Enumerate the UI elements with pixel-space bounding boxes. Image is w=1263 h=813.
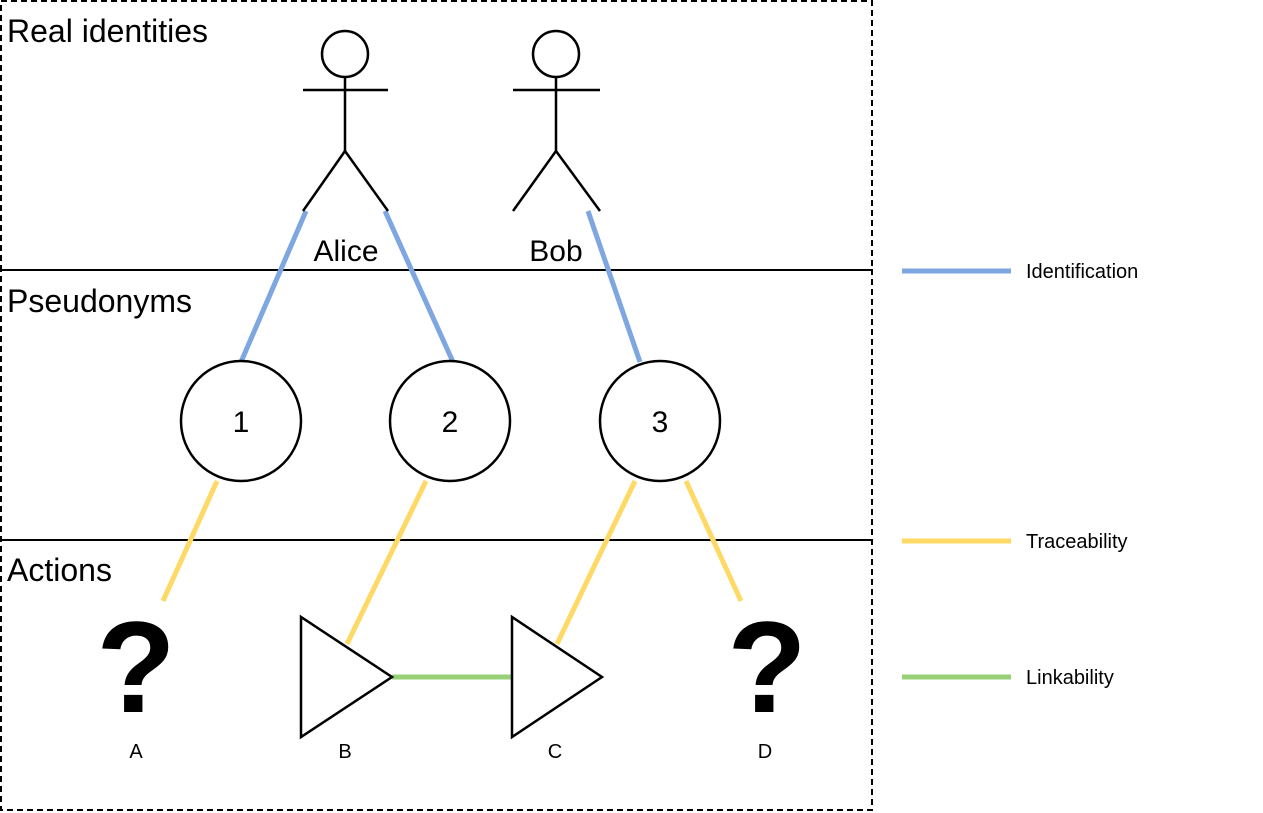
pseudonym-label-2: 2: [442, 406, 459, 439]
action-d-question-mark: ?: [727, 594, 806, 740]
section-title-pseudonyms: Pseudonyms: [7, 283, 192, 319]
legend-label-traceability: Traceability: [1026, 531, 1128, 553]
traceability-edge-1-a: [160, 479, 220, 603]
legend: Identification Traceability Linkability: [902, 261, 1138, 689]
traceability-edge-3-d: [683, 479, 744, 603]
action-b-triangle: [299, 614, 395, 740]
action-label-a: A: [129, 741, 143, 763]
action-label-c: C: [548, 741, 562, 763]
section-pseudonyms-box: [0, 269, 873, 541]
action-c-triangle: [510, 614, 605, 740]
actor-left-leg: [511, 150, 558, 212]
actor-left-leg: [301, 150, 347, 212]
actor-name-alice: Alice: [313, 235, 378, 268]
legend-label-identification: Identification: [1026, 261, 1138, 283]
section-title-real-identities: Real identities: [7, 13, 208, 49]
identification-edge-bob-3: [585, 210, 643, 363]
pseudonym-circle-1: [179, 359, 303, 483]
action-label-d: D: [758, 741, 772, 763]
actor-head: [320, 29, 370, 79]
action-label-b: B: [338, 741, 351, 763]
actor-right-leg: [554, 150, 602, 212]
actor-head: [531, 29, 581, 79]
traceability-edges: [160, 479, 744, 646]
pseudonym-circle-3: [598, 359, 722, 483]
actor-alice: [301, 29, 390, 212]
action-a-question-mark: ?: [96, 594, 175, 740]
actor-right-leg: [343, 150, 390, 212]
identification-edges: [238, 209, 643, 364]
legend-label-linkability: Linkability: [1026, 667, 1114, 689]
actor-name-bob: Bob: [529, 235, 582, 268]
pseudonym-label-3: 3: [652, 406, 669, 439]
traceability-edge-3-c: [554, 479, 638, 646]
identification-edge-alice-1: [238, 210, 309, 363]
identification-edge-alice-2: [382, 209, 456, 364]
pseudonym-label-1: 1: [233, 406, 250, 439]
pseudonym-circle-2: [388, 359, 512, 483]
section-title-actions: Actions: [7, 552, 112, 588]
traceability-edge-2-b: [344, 479, 429, 646]
actor-bob: [511, 29, 602, 212]
section-actions-box: [0, 539, 873, 811]
